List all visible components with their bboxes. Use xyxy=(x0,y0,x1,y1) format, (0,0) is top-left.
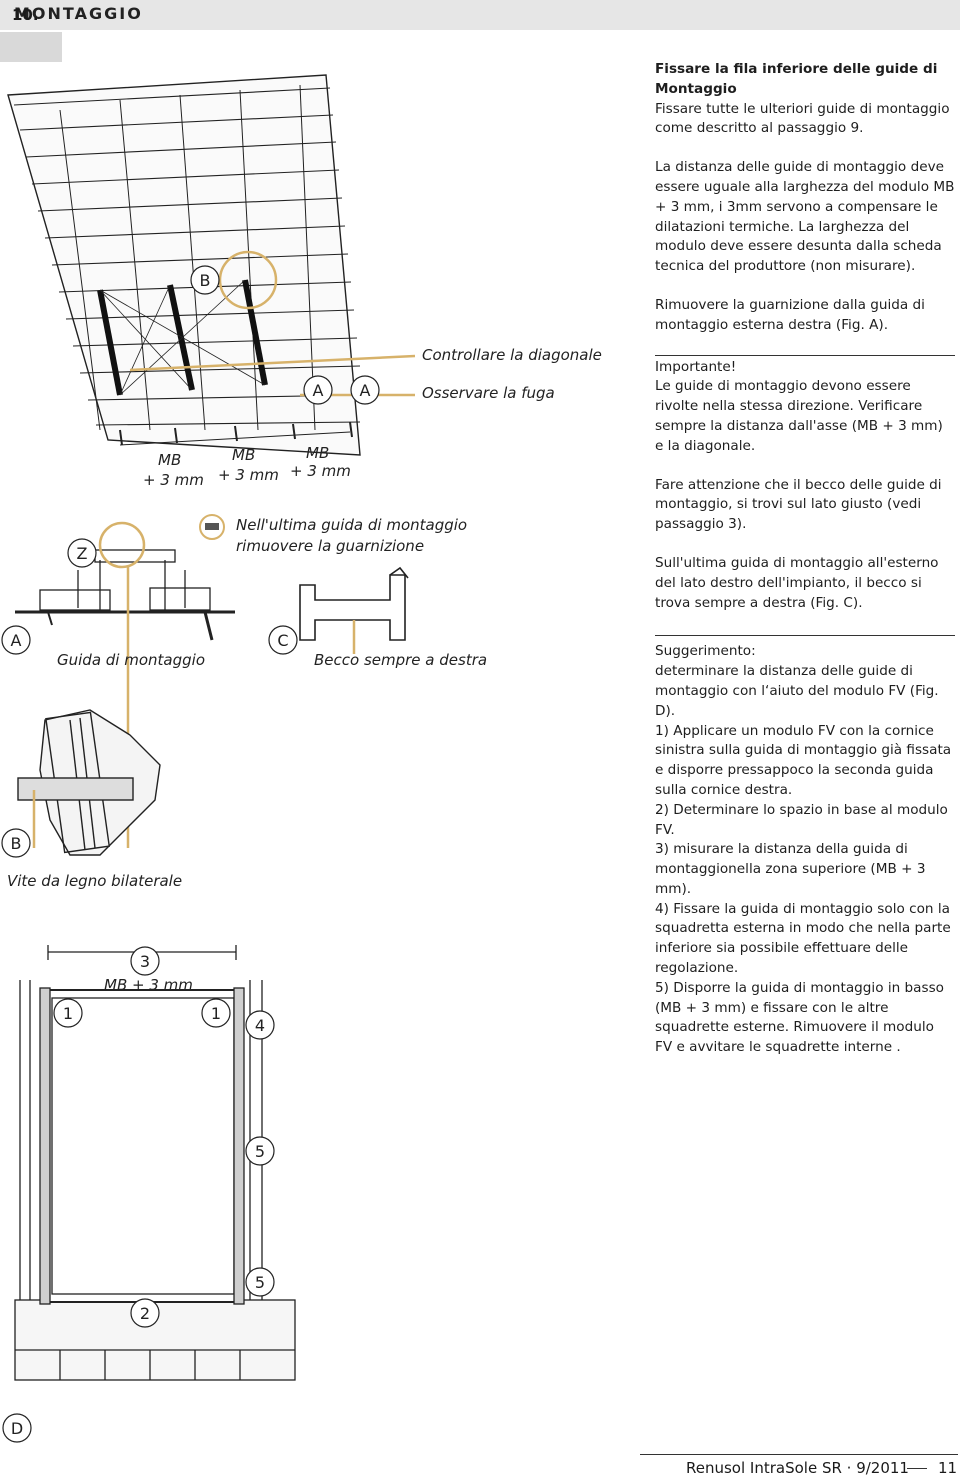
intro-heading-2: Montaggio xyxy=(655,80,737,97)
remove-seal-text: Rimuovere la guarnizione dalla guida di … xyxy=(655,296,925,333)
callout-a-2: A xyxy=(350,375,380,405)
footer-rule xyxy=(640,1454,958,1455)
header-bar xyxy=(0,0,960,30)
mb-plus3-label: MB + 3 mm xyxy=(104,976,193,994)
important-title: Importante! xyxy=(655,354,955,378)
plus3-label-3: + 3 mm xyxy=(290,462,351,480)
svg-text:A: A xyxy=(313,381,324,400)
step-number-box xyxy=(0,32,62,62)
screw-label: Vite da legno bilaterale xyxy=(7,872,182,890)
mb-label-2: MB xyxy=(232,446,255,464)
mb-label-1: MB xyxy=(158,451,181,469)
tip-line: 4) Fissare la guida di montaggio solo co… xyxy=(655,900,951,977)
plus3-label-1: + 3 mm xyxy=(143,471,204,489)
footer: Renusol IntraSole SR · 9/2011 11 xyxy=(0,1452,960,1479)
callout-4: 4 xyxy=(245,1010,275,1040)
rail-label: Guida di montaggio xyxy=(57,651,205,669)
tip-title: Suggerimento: xyxy=(655,635,955,662)
callout-5-lower: 5 xyxy=(245,1267,275,1297)
important-text: Le guide di montaggio devono essere rivo… xyxy=(655,378,943,454)
svg-text:D: D xyxy=(11,1419,23,1438)
rail-profile-figure xyxy=(299,566,409,641)
tip-line: 3) misurare la distanza della guida di m… xyxy=(655,841,926,897)
footer-dash xyxy=(907,1468,927,1469)
mb-label-3: MB xyxy=(306,444,329,462)
footer-document: Renusol IntraSole SR · 9/2011 xyxy=(686,1459,909,1477)
svg-text:C: C xyxy=(277,631,288,650)
svg-text:2: 2 xyxy=(140,1304,150,1323)
screw-figure xyxy=(17,709,161,856)
tip-line: 2) Determinare lo spazio in base al modu… xyxy=(655,801,948,838)
callout-z: Z xyxy=(67,538,97,568)
svg-text:1: 1 xyxy=(211,1004,221,1023)
callout-c: C xyxy=(268,625,298,655)
svg-text:5: 5 xyxy=(255,1142,265,1161)
last-rail-label-2: rimuovere la guarnizione xyxy=(236,537,424,555)
tip-line: 5) Disporre la guida di montaggio in bas… xyxy=(655,979,944,1056)
section-title: MONTAGGIO xyxy=(14,4,143,23)
callout-2: 2 xyxy=(130,1298,160,1328)
callout-1-right: 1 xyxy=(201,998,231,1028)
distance-text: La distanza delle guide di montaggio dev… xyxy=(655,159,955,275)
last-rail-text: Sull'ultima guida di montaggio all'ester… xyxy=(655,554,939,611)
step-number: 10. xyxy=(12,6,39,24)
page-number: 11 xyxy=(938,1459,958,1477)
beak-text: Fare attenzione che il becco delle guide… xyxy=(655,476,942,533)
callout-3: 3 xyxy=(130,946,160,976)
svg-text:1: 1 xyxy=(63,1004,73,1023)
rail-section-figure xyxy=(15,549,235,641)
plus3-label-2: + 3 mm xyxy=(218,466,279,484)
last-rail-label-1: Nell'ultima guida di montaggio xyxy=(236,516,467,534)
instructions-column: Fissare la fila inferiore delle guide di… xyxy=(655,60,955,1058)
callout-a-fig: A xyxy=(1,625,31,655)
callout-b-roof: B xyxy=(190,265,220,295)
check-gap-label: Osservare la fuga xyxy=(422,384,555,402)
svg-text:A: A xyxy=(11,631,22,650)
callout-b-fig: B xyxy=(1,828,31,858)
assembly-illustrations: B A A Controllare la diagonale Osservare… xyxy=(1,74,602,1443)
callout-d: D xyxy=(2,1413,32,1443)
callout-1-left: 1 xyxy=(53,998,83,1028)
check-diagonal-label: Controllare la diagonale xyxy=(422,346,602,364)
tip-line: determinare la distanza delle guide di m… xyxy=(655,663,939,719)
seal-icon xyxy=(199,514,225,540)
roof-figure xyxy=(7,74,361,456)
mb-dimensions xyxy=(119,431,351,446)
tip-line: 1) Applicare un modulo FV con la cornice… xyxy=(655,722,952,798)
beak-label: Becco sempre a destra xyxy=(314,651,487,669)
svg-text:3: 3 xyxy=(140,952,150,971)
svg-text:Z: Z xyxy=(77,544,88,563)
svg-text:5: 5 xyxy=(255,1273,265,1292)
callout-a-1: A xyxy=(303,375,333,405)
callout-5-upper: 5 xyxy=(245,1136,275,1166)
intro-text: Fissare tutte le ulteriori guide di mont… xyxy=(655,100,950,137)
intro-heading-1: Fissare la fila inferiore delle guide di xyxy=(655,61,938,77)
svg-text:4: 4 xyxy=(255,1016,265,1035)
svg-text:B: B xyxy=(11,834,22,853)
svg-text:A: A xyxy=(360,381,371,400)
svg-text:B: B xyxy=(200,271,211,290)
highlight-circle xyxy=(98,521,146,569)
